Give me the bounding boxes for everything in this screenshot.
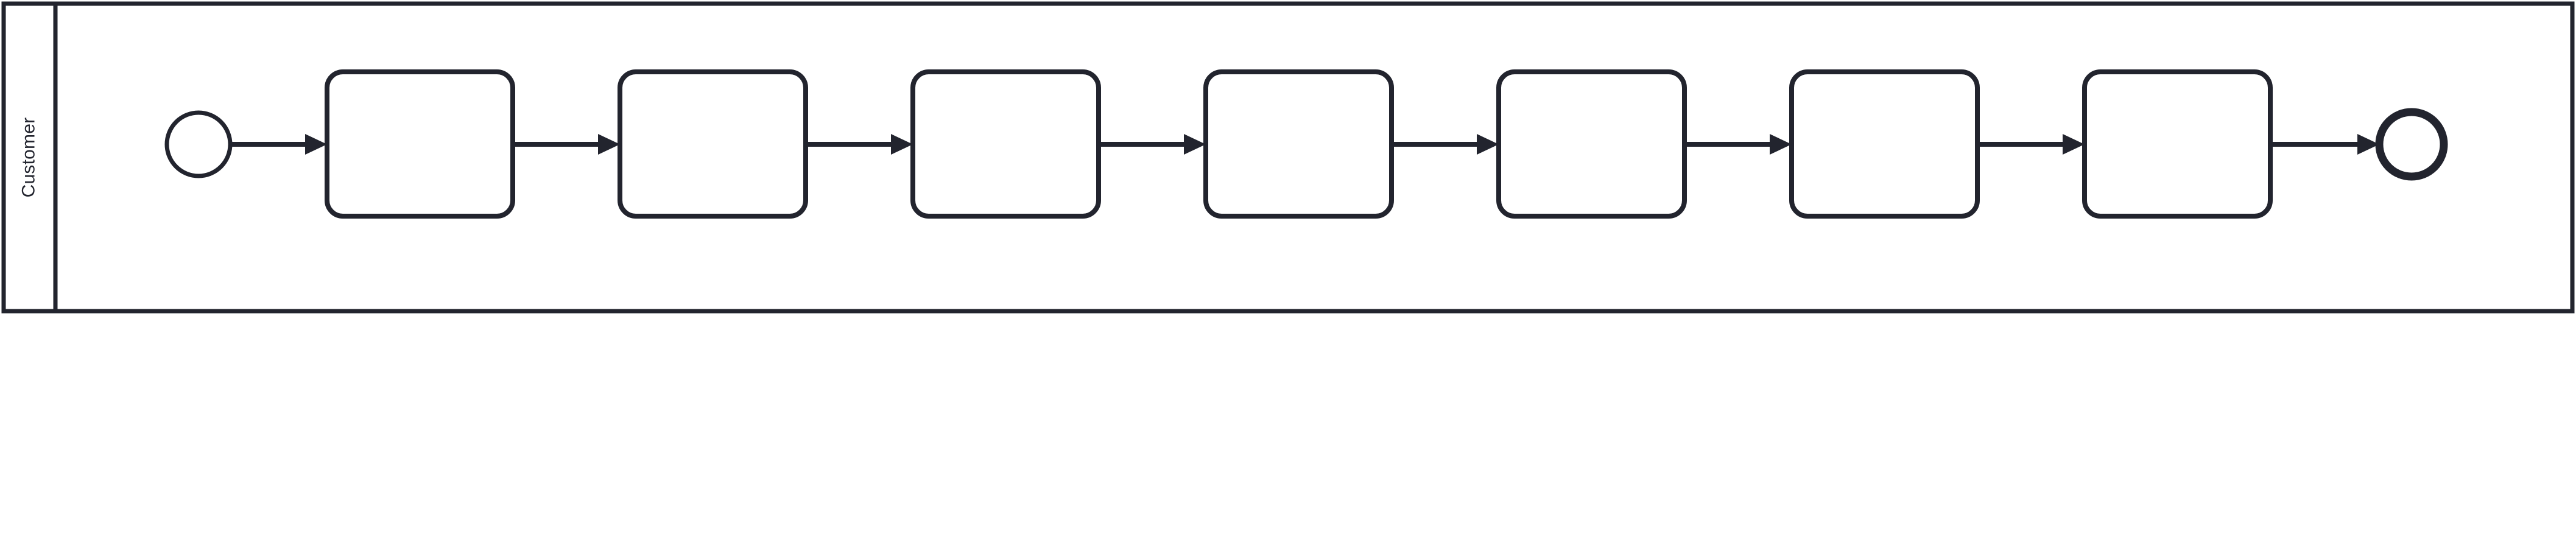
task-shape[interactable]: [325, 69, 515, 219]
sequence-flow[interactable]: [1977, 134, 2085, 155]
flow-arrowhead-icon: [598, 134, 620, 155]
sequence-flow[interactable]: [230, 134, 327, 155]
sequence-flow[interactable]: [513, 134, 620, 155]
sequence-flow[interactable]: [806, 134, 913, 155]
task-task-5[interactable]: [1496, 69, 1687, 219]
flow-arrowhead-icon: [2357, 134, 2379, 155]
task-shape[interactable]: [910, 69, 1101, 219]
task-shape[interactable]: [1496, 69, 1687, 219]
tasks-group: [325, 69, 2273, 219]
end-event-shape[interactable]: [2375, 108, 2448, 181]
task-task-7[interactable]: [2082, 69, 2273, 219]
flow-arrowhead-icon: [305, 134, 327, 155]
flow-arrowhead-icon: [2063, 134, 2085, 155]
task-shape[interactable]: [2082, 69, 2273, 219]
sequence-flow[interactable]: [1392, 134, 1499, 155]
task-task-6[interactable]: [1789, 69, 1980, 219]
sequence-flow[interactable]: [1099, 134, 1206, 155]
task-shape[interactable]: [1789, 69, 1980, 219]
events-group: [164, 108, 2448, 181]
task-shape[interactable]: [618, 69, 808, 219]
start-event-shape[interactable]: [164, 110, 233, 178]
start-event-group[interactable]: [164, 110, 233, 178]
sequence-flow[interactable]: [1684, 134, 1792, 155]
flow-arrowhead-icon: [1770, 134, 1792, 155]
task-task-3[interactable]: [910, 69, 1101, 219]
task-task-1[interactable]: [325, 69, 515, 219]
sequence-flows-group: [230, 134, 2379, 155]
task-shape[interactable]: [1203, 69, 1394, 219]
flow-arrowhead-icon: [891, 134, 913, 155]
end-event-group[interactable]: [2375, 108, 2448, 181]
task-task-2[interactable]: [618, 69, 808, 219]
task-task-4[interactable]: [1203, 69, 1394, 219]
flow-arrowhead-icon: [1477, 134, 1499, 155]
flow-arrowhead-icon: [1184, 134, 1206, 155]
sequence-flow[interactable]: [2270, 134, 2379, 155]
lane-label-customer: Customer: [18, 118, 38, 198]
